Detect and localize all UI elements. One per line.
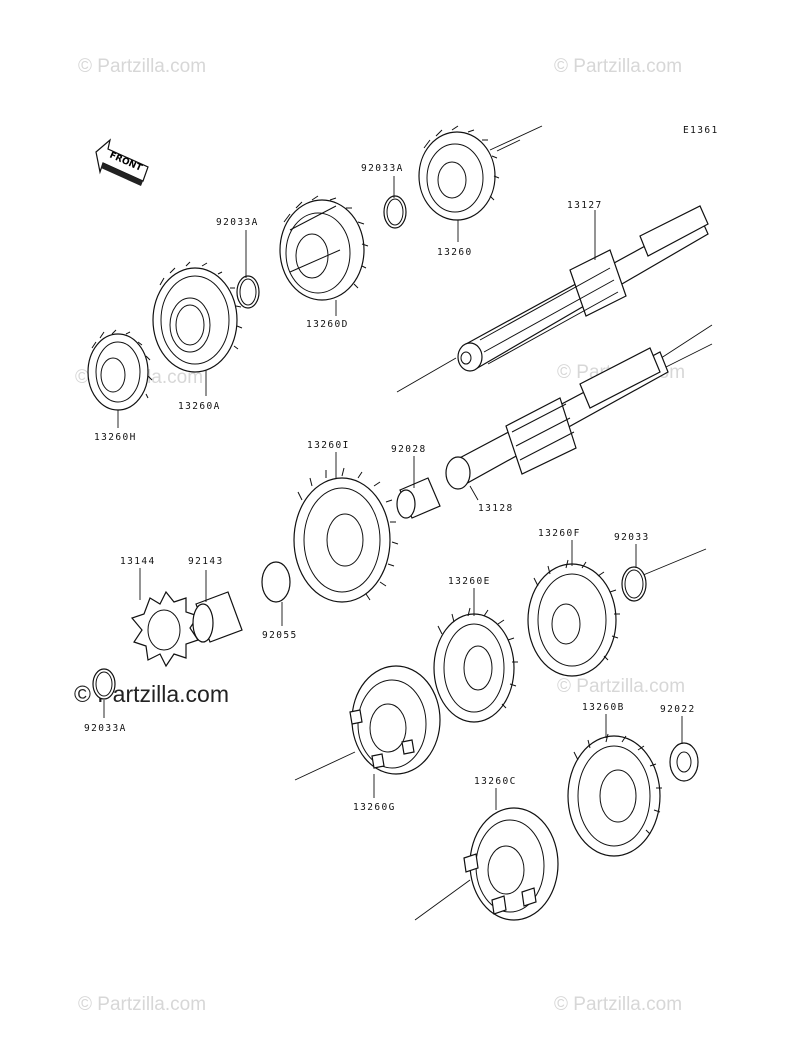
gear-13260g-icon <box>349 665 441 775</box>
shaft-13127-icon <box>457 205 709 372</box>
watermark-bottom-right: © Partzilla.com <box>554 994 682 1015</box>
label-13260c: 13260C <box>474 776 517 787</box>
label-92143: 92143 <box>188 556 224 567</box>
circlip-92033a-mid-icon <box>236 275 260 309</box>
label-13260i: 13260I <box>307 440 350 451</box>
watermark-bottom-left: © Partzilla.com <box>78 994 206 1015</box>
gear-13260c-icon <box>463 807 559 921</box>
label-13127: 13127 <box>567 200 603 211</box>
watermark-lower-right: © Partzilla.com <box>557 676 685 697</box>
label-13128: 13128 <box>478 503 514 514</box>
watermark-top-left: © Partzilla.com <box>78 56 206 77</box>
leader-lines <box>103 176 683 810</box>
label-92022: 92022 <box>660 704 696 715</box>
label-13260a: 13260A <box>178 401 221 412</box>
gear-13260h-icon <box>87 329 153 411</box>
front-arrow-icon: FRONT <box>95 138 149 186</box>
part-labels: 92033A 13260 13127 92033A 13260D 13260A … <box>84 163 696 813</box>
label-13260f: 13260F <box>538 528 581 539</box>
oring-92055-icon <box>261 561 291 603</box>
bushing-92028-icon <box>396 477 441 519</box>
axis-lines <box>294 125 713 921</box>
label-92055: 92055 <box>262 630 298 641</box>
gear-13260-icon <box>418 125 500 221</box>
washer-92022-icon <box>669 742 699 782</box>
gear-13260e-icon <box>433 607 518 723</box>
label-92033a-top: 92033A <box>361 163 404 174</box>
label-92033: 92033 <box>614 532 650 543</box>
label-13260b: 13260B <box>582 702 625 713</box>
gear-13260i-icon <box>293 467 399 603</box>
watermark-top-right: © Partzilla.com <box>554 56 682 77</box>
diagram-id-label: E1361 <box>683 125 719 136</box>
circlip-92033a-top-icon <box>383 195 407 229</box>
gear-13260b-icon <box>567 733 662 857</box>
circlip-92033-icon <box>621 566 647 602</box>
sprocket-13144-icon <box>130 590 199 668</box>
collar-92143-icon <box>192 591 243 643</box>
label-92033a-bottom: 92033A <box>84 723 127 734</box>
gear-13260d-icon <box>279 195 369 301</box>
label-13260e: 13260E <box>448 576 491 587</box>
label-13260g: 13260G <box>353 802 396 813</box>
gear-13260a-icon <box>152 261 243 373</box>
circlip-92033a-bottom-icon <box>92 668 116 700</box>
label-13260h: 13260H <box>94 432 137 443</box>
label-92028: 92028 <box>391 444 427 455</box>
label-13260: 13260 <box>437 247 473 258</box>
label-92033a-mid: 92033A <box>216 217 259 228</box>
gear-13260f-icon <box>527 559 620 677</box>
label-13144: 13144 <box>120 556 156 567</box>
shaft-13128-icon <box>445 347 669 490</box>
label-13260d: 13260D <box>306 319 349 330</box>
